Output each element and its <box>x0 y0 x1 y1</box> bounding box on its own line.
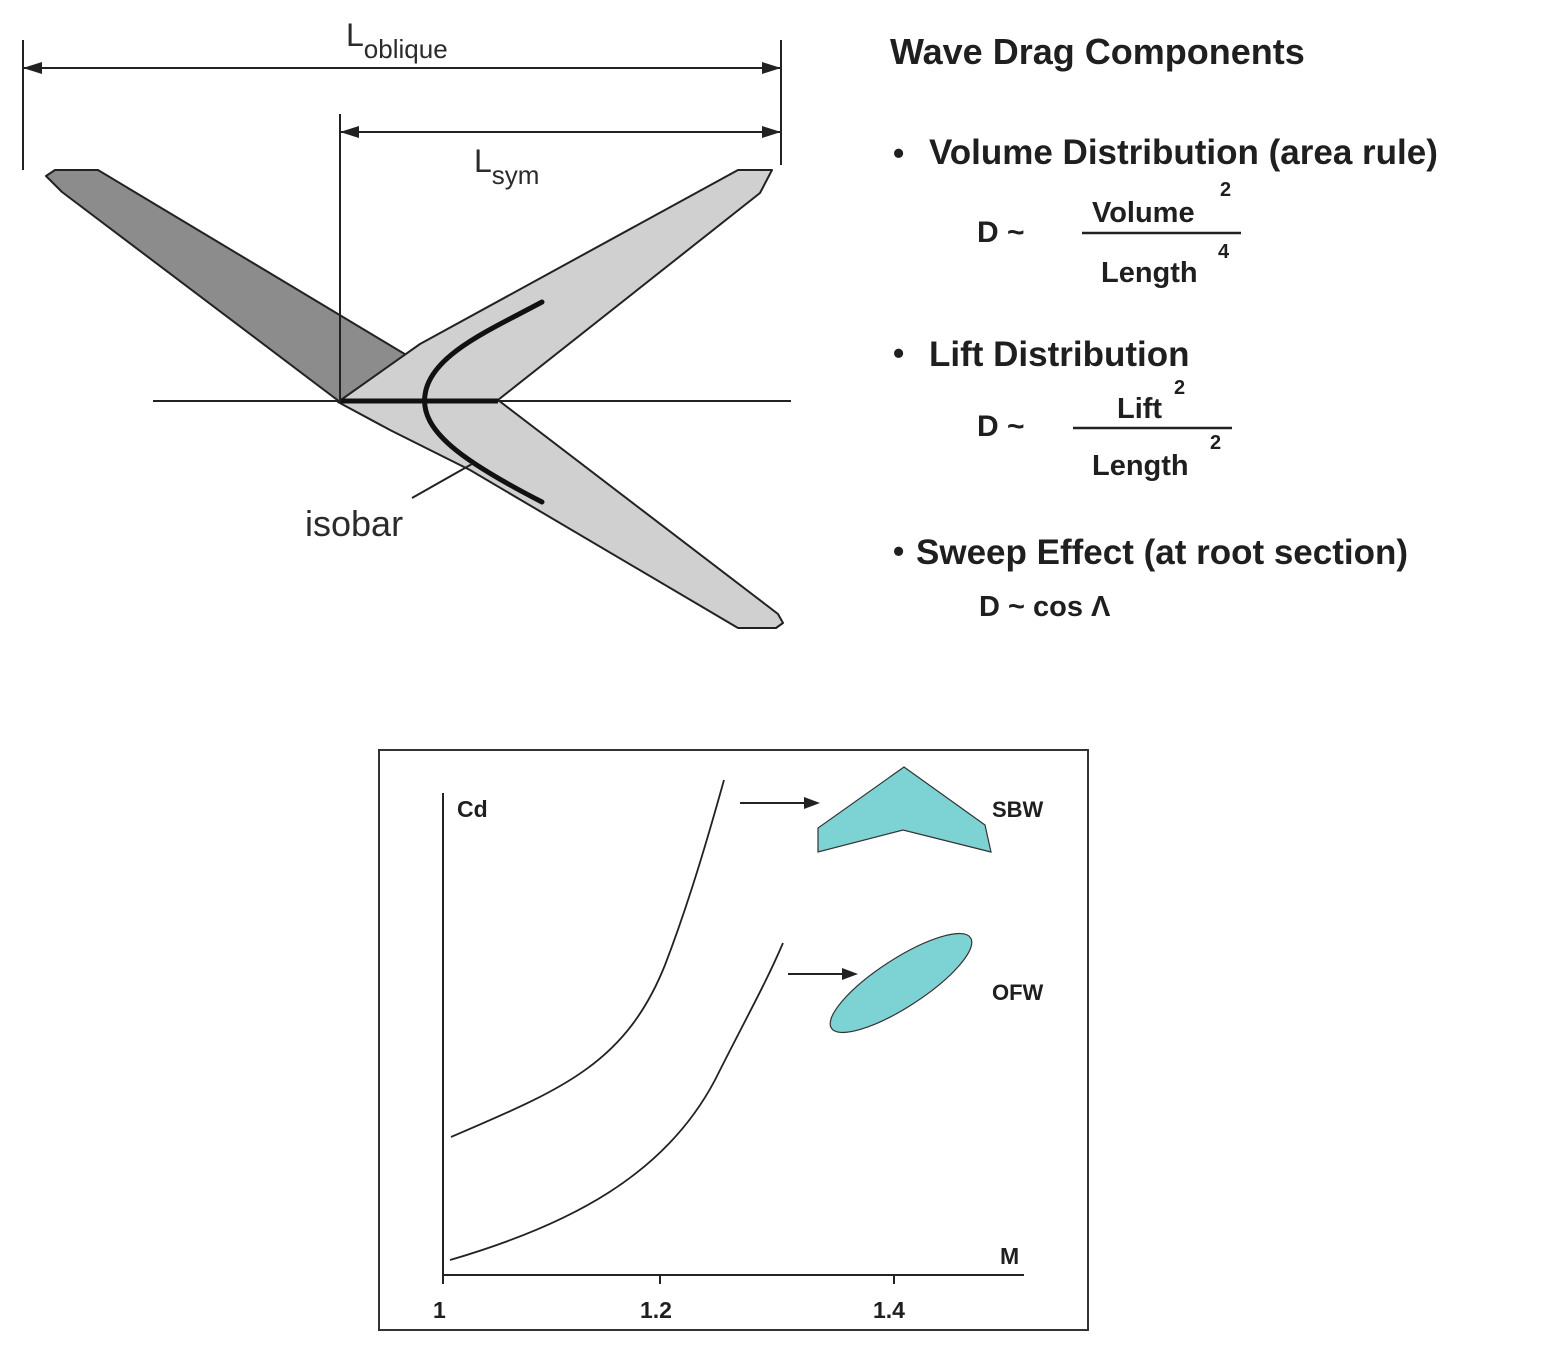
wing-diagram: isobar Loblique Lsym <box>22 17 791 629</box>
volume-denominator: Length <box>1101 257 1198 289</box>
swept-wing-upper-right <box>337 169 773 403</box>
y-axis-label: Cd <box>457 796 488 822</box>
sbw-label: SBW <box>992 797 1044 822</box>
x-tick-label-1: 1 <box>433 1297 446 1323</box>
sweep-formula: D ~ cos Λ <box>979 591 1111 623</box>
l-oblique-arrow-right <box>762 62 781 74</box>
ofw-planform-icon <box>829 932 973 1034</box>
ofw-label: OFW <box>992 980 1044 1005</box>
l-oblique-label: Loblique <box>346 17 448 64</box>
isobar-leader <box>411 463 473 499</box>
components-title: Wave Drag Components <box>890 31 1305 72</box>
l-sym-arrow-right <box>762 126 781 138</box>
sbw-drag-curve <box>450 779 725 1138</box>
volume-denominator-exp: 4 <box>1218 241 1230 263</box>
lift-heading: Lift Distribution <box>929 335 1190 374</box>
lift-numerator-exp: 2 <box>1174 377 1185 399</box>
l-sym-arrow-left <box>340 126 359 138</box>
sbw-planform-icon <box>817 766 992 853</box>
l-oblique-arrow-left <box>23 62 42 74</box>
lift-formula-lhs: D ~ <box>977 410 1025 443</box>
volume-bullet: • <box>893 135 904 171</box>
isobar-label: isobar <box>305 503 403 544</box>
swept-wing-lower-right <box>337 399 784 629</box>
x-axis-label: M <box>1000 1243 1019 1269</box>
l-sym-label: Lsym <box>474 143 539 190</box>
wave-drag-components: Wave Drag Components • Volume Distributi… <box>890 31 1438 623</box>
volume-numerator: Volume <box>1092 197 1195 229</box>
lift-denominator: Length <box>1092 450 1189 482</box>
sweep-bullet: • <box>893 533 904 569</box>
volume-heading: Volume Distribution (area rule) <box>929 133 1438 172</box>
oblique-wing-left-dark <box>45 169 409 405</box>
volume-numerator-exp: 2 <box>1220 179 1231 201</box>
ofw-drag-curve <box>449 942 784 1261</box>
lift-bullet: • <box>893 335 904 371</box>
isobar-curve <box>422 299 545 505</box>
x-tick-label-1-4: 1.4 <box>873 1297 905 1323</box>
sweep-heading: Sweep Effect (at root section) <box>916 533 1408 572</box>
lift-denominator-exp: 2 <box>1210 432 1221 454</box>
ofw-arrow-head <box>842 968 858 980</box>
sbw-arrow-head <box>804 797 820 809</box>
drag-chart: Cd M 1 1.2 1.4 SBW OFW <box>378 749 1089 1331</box>
lift-numerator: Lift <box>1117 393 1162 425</box>
x-tick-label-1-2: 1.2 <box>640 1297 672 1323</box>
volume-formula-lhs: D ~ <box>977 216 1025 249</box>
